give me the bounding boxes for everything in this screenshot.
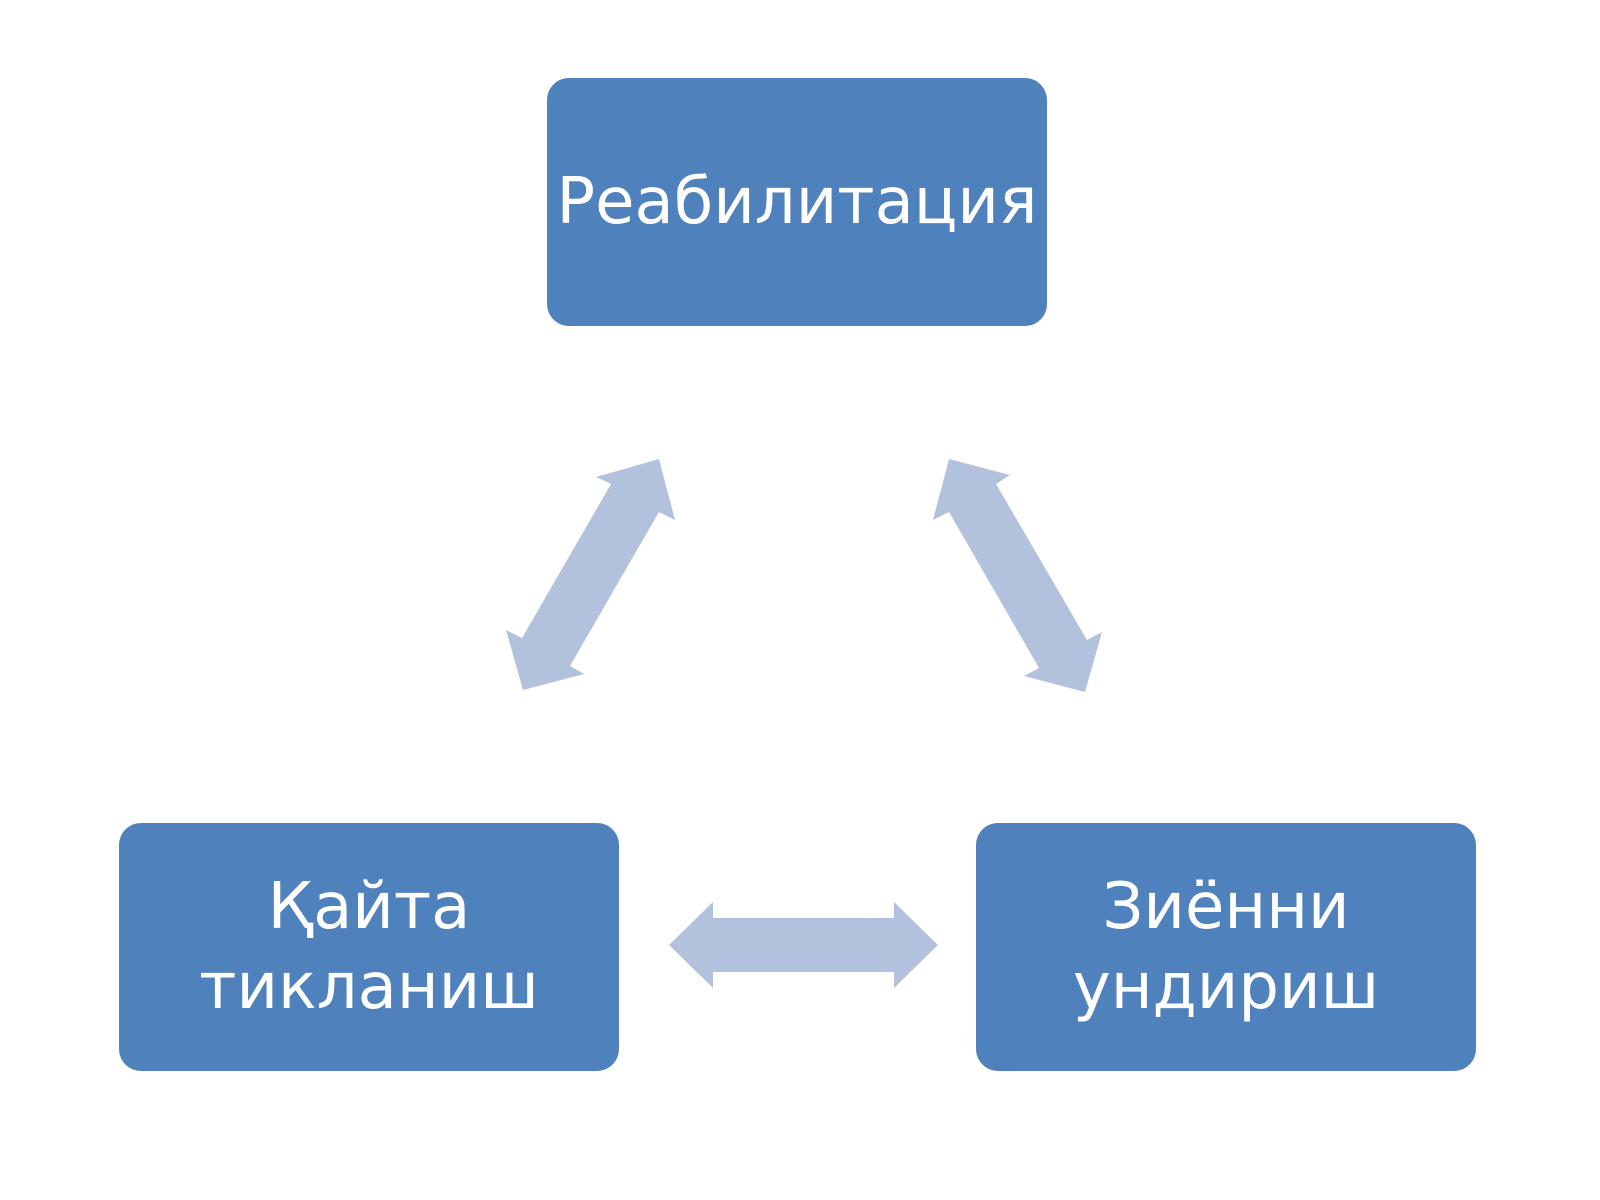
arrow-top-right-shape xyxy=(933,459,1102,692)
node-reabilitatsiya: Реабилитация xyxy=(547,78,1047,326)
arrow-left-top-shape xyxy=(506,459,675,690)
node-ziyonni-undirish: Зиённи ундириш xyxy=(976,823,1476,1071)
arrow-left-right xyxy=(669,902,938,988)
arrow-left-top xyxy=(506,459,675,690)
arrow-top-right xyxy=(933,459,1102,692)
arrow-left-right-shape xyxy=(669,902,938,988)
node-left-label: Қайта тикланиш xyxy=(199,870,539,1024)
node-qayta-tiklanish: Қайта тикланиш xyxy=(119,823,619,1071)
node-top-label: Реабилитация xyxy=(556,165,1038,239)
node-right-label: Зиённи ундириш xyxy=(1072,870,1380,1024)
